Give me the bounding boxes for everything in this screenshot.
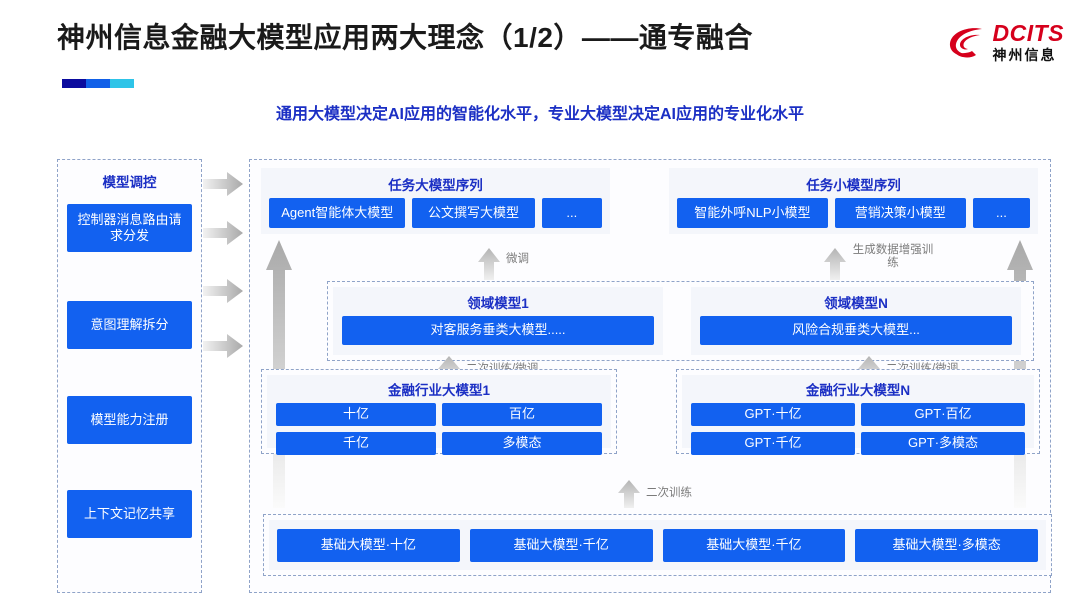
domain-model-n: 领域模型N 风险合规垂类大模型...: [691, 287, 1021, 355]
dcits-swirl-icon: [946, 22, 986, 62]
industry-model-1-chip-4[interactable]: 多模态: [442, 432, 602, 455]
task-big-model-sequence: 任务大模型序列 Agent智能体大模型 公文撰写大模型 ...: [261, 168, 610, 234]
subtitle: 通用大模型决定AI应用的智能化水平，专业大模型决定AI应用的专业化水平: [275, 106, 804, 123]
industry-model-1-title: 金融行业大模型1: [387, 383, 490, 398]
base-model-chip-1[interactable]: 基础大模型·十亿: [277, 528, 460, 562]
flow-arrow-up-data-aug: [824, 248, 846, 285]
domain-model-1-title: 领域模型1: [467, 296, 529, 311]
base-model-chip-3[interactable]: 基础大模型·千亿: [662, 528, 846, 562]
industry-model-n-chip-2[interactable]: GPT·百亿: [861, 403, 1025, 426]
model-chip-document-writing[interactable]: 公文撰写大模型: [412, 198, 535, 228]
base-model-chip-2[interactable]: 基础大模型·千亿: [469, 528, 653, 562]
industry-model-1-chip-2[interactable]: 百亿: [442, 403, 602, 426]
accent-bar: [62, 79, 134, 88]
model-chip-agent[interactable]: Agent智能体大模型: [269, 198, 406, 228]
accent-segment-3: [110, 79, 134, 88]
base-model-chip-4[interactable]: 基础大模型·多模态: [855, 528, 1038, 562]
control-item-context-memory[interactable]: 上下文记忆共享: [67, 490, 192, 538]
task-big-model-sequence-title: 任务大模型序列: [388, 178, 483, 193]
model-stack-panel: 任务大模型序列 Agent智能体大模型 公文撰写大模型 ... 任务小模型序列 …: [249, 159, 1052, 593]
flow-arrow-right-1: [203, 172, 243, 196]
domain-model-1-item[interactable]: 对客服务垂类大模型.....: [342, 316, 654, 345]
domain-model-1: 领域模型1 对客服务垂类大模型.....: [333, 287, 663, 355]
model-chip-more-small[interactable]: ...: [972, 198, 1030, 228]
model-chip-outbound-nlp[interactable]: 智能外呼NLP小模型: [677, 198, 828, 228]
logo-text-en: DCITS: [992, 20, 1064, 46]
model-chip-marketing-decision[interactable]: 营销决策小模型: [834, 198, 966, 228]
accent-segment-1: [62, 79, 86, 88]
flow-label-retrain-base: 二次训练: [646, 487, 692, 499]
control-item-router[interactable]: 控制器消息路由请求分发: [67, 204, 192, 252]
page-title: 神州信息金融大模型应用两大理念（1/2）——通专融合: [57, 22, 753, 53]
industry-model-n-chip-3[interactable]: GPT·千亿: [691, 432, 855, 455]
flow-label-data-aug: 生成数据增强训练: [852, 244, 934, 270]
model-control-panel: 模型调控 控制器消息路由请求分发 意图理解拆分 模型能力注册 上下文记忆共享: [57, 159, 202, 593]
industry-model-n-chip-1[interactable]: GPT·十亿: [691, 403, 855, 426]
control-item-intent[interactable]: 意图理解拆分: [67, 301, 192, 349]
industry-model-1-group: 金融行业大模型1 十亿 百亿 千亿 多模态: [261, 369, 617, 455]
domain-model-n-title: 领域模型N: [824, 296, 888, 311]
flow-arrow-up-finetune: [478, 248, 500, 285]
control-item-capability-registry[interactable]: 模型能力注册: [67, 396, 192, 444]
flow-arrow-up-retrain-base: [618, 480, 640, 513]
flow-arrow-right-2: [203, 221, 243, 245]
industry-model-n-group: 金融行业大模型N GPT·十亿 GPT·百亿 GPT·千亿 GPT·多模态: [676, 369, 1040, 455]
flow-arrow-right-4: [203, 334, 243, 358]
domain-model-n-item[interactable]: 风险合规垂类大模型...: [700, 316, 1012, 345]
logo-text-cn: 神州信息: [992, 47, 1057, 63]
industry-model-n-chip-4[interactable]: GPT·多模态: [861, 432, 1025, 455]
accent-segment-2: [86, 79, 110, 88]
flow-label-finetune: 微调: [506, 253, 529, 265]
industry-model-n-title: 金融行业大模型N: [805, 383, 911, 398]
industry-model-1-chip-1[interactable]: 十亿: [276, 403, 436, 426]
flow-arrow-right-3: [203, 279, 243, 303]
domain-model-group: 领域模型1 对客服务垂类大模型..... 领域模型N 风险合规垂类大模型...: [327, 281, 1034, 361]
model-chip-more-big[interactable]: ...: [541, 198, 602, 228]
dcits-logo: DCITS 神州信息: [946, 22, 1065, 62]
base-model-group: 基础大模型·十亿 基础大模型·千亿 基础大模型·千亿 基础大模型·多模态: [263, 514, 1052, 576]
model-control-title: 模型调控: [102, 175, 157, 190]
task-small-model-sequence-title: 任务小模型序列: [806, 178, 901, 193]
industry-model-1-chip-3[interactable]: 千亿: [276, 432, 436, 455]
task-small-model-sequence: 任务小模型序列 智能外呼NLP小模型 营销决策小模型 ...: [669, 168, 1038, 234]
